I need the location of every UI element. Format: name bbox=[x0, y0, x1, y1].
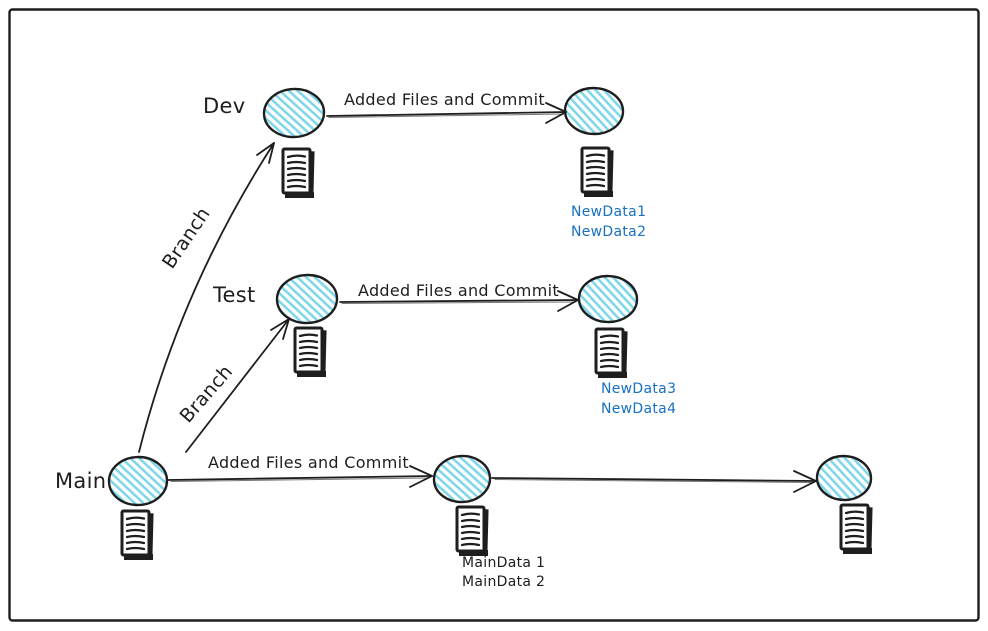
node-test-commit[interactable] bbox=[577, 274, 639, 324]
data-label-newdata4[interactable]: NewData4 bbox=[601, 401, 677, 417]
frame-border bbox=[8, 8, 980, 622]
edge-branch-to-test-arrow[interactable] bbox=[185, 318, 290, 453]
document-stack-icon[interactable] bbox=[455, 505, 491, 558]
edge-label-dev-commit[interactable]: Added Files and Commit bbox=[344, 90, 545, 109]
document-stack-icon[interactable] bbox=[839, 503, 875, 556]
edge-branch-to-dev-arrow[interactable] bbox=[138, 142, 275, 453]
node-label-test[interactable]: Test bbox=[213, 283, 256, 307]
edge-test-commit-arrow[interactable] bbox=[339, 290, 579, 312]
edge-main-commit-arrow-1[interactable] bbox=[167, 465, 433, 488]
edge-main-commit-arrow-2[interactable] bbox=[491, 470, 817, 493]
node-label-dev[interactable]: Dev bbox=[203, 94, 246, 118]
document-stack-icon[interactable] bbox=[120, 509, 156, 562]
data-label-newdata3[interactable]: NewData3 bbox=[601, 381, 677, 397]
edge-label-test-commit[interactable]: Added Files and Commit bbox=[358, 281, 559, 300]
node-test-start[interactable] bbox=[275, 273, 339, 325]
edge-dev-commit-arrow[interactable] bbox=[326, 102, 567, 124]
data-label-maindata2[interactable]: MainData 2 bbox=[462, 574, 546, 590]
node-main-commit-1[interactable] bbox=[432, 454, 492, 504]
document-stack-icon[interactable] bbox=[594, 327, 630, 380]
node-label-main[interactable]: Main bbox=[55, 469, 107, 493]
data-label-maindata1[interactable]: MainData 1 bbox=[462, 555, 546, 571]
edge-label-main-commit[interactable]: Added Files and Commit bbox=[208, 453, 409, 472]
document-stack-icon[interactable] bbox=[281, 147, 317, 200]
node-main-start[interactable] bbox=[107, 455, 169, 507]
node-dev-start[interactable] bbox=[262, 87, 326, 139]
node-dev-commit[interactable] bbox=[563, 86, 625, 136]
data-label-newdata1[interactable]: NewData1 bbox=[571, 204, 647, 220]
data-label-newdata2[interactable]: NewData2 bbox=[571, 224, 647, 240]
document-stack-icon[interactable] bbox=[580, 146, 616, 199]
node-main-commit-2[interactable] bbox=[815, 454, 873, 502]
document-stack-icon[interactable] bbox=[293, 326, 329, 379]
